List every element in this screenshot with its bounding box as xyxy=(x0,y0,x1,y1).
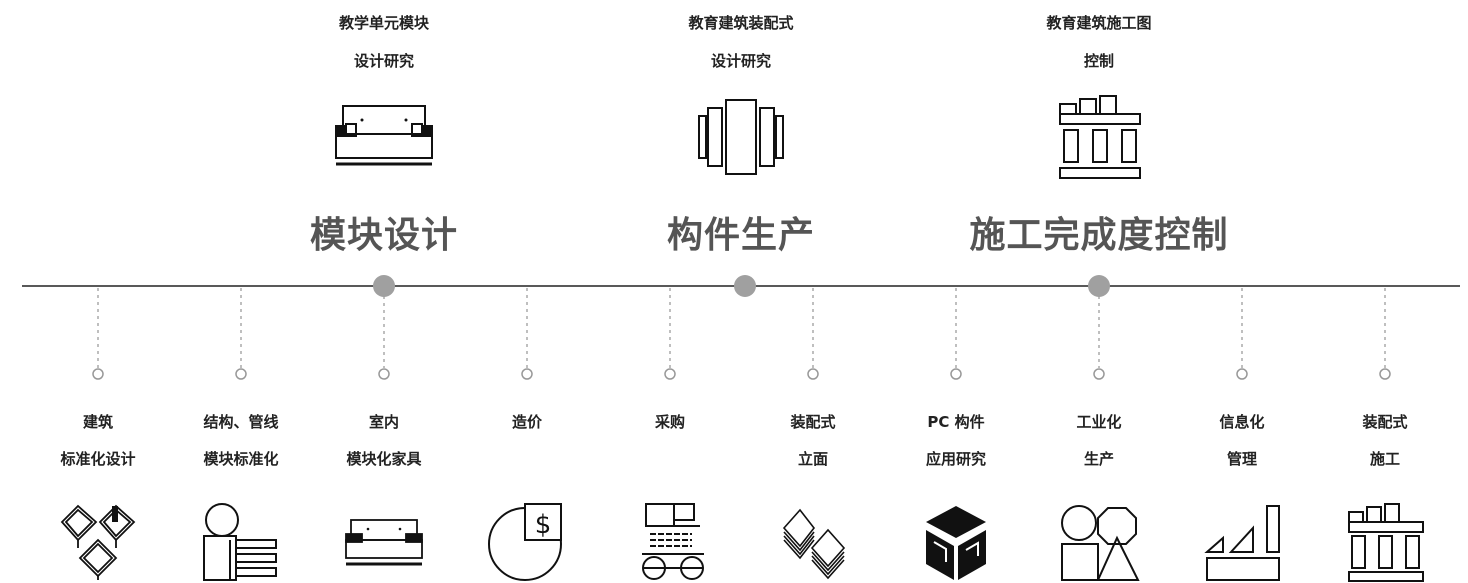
top-label-line1: 教育建筑装配式 xyxy=(688,14,794,32)
item-line2 xyxy=(457,441,597,478)
node-circle xyxy=(807,368,819,380)
information-chart-icon xyxy=(1204,505,1280,581)
stacked-panels-icon xyxy=(782,508,846,580)
item-line2: 施工 xyxy=(1369,450,1400,468)
milestone-dot xyxy=(373,275,395,297)
item-line2: 模块化家具 xyxy=(346,450,422,468)
item-line1: 装配式 xyxy=(1362,413,1408,431)
svg-text:$: $ xyxy=(535,510,552,540)
item-line2 xyxy=(600,441,740,478)
item-procurement: 采购 xyxy=(600,404,740,478)
node-circle xyxy=(1236,368,1248,380)
item-structure-pipeline: 结构、管线 模块标准化 xyxy=(171,404,311,478)
item-line2: 生产 xyxy=(1083,450,1114,468)
furniture-module-small-icon xyxy=(345,519,423,566)
top-label-line1: 教育建筑施工图 xyxy=(1046,14,1152,32)
milestone-dot xyxy=(1088,275,1110,297)
node-circle xyxy=(378,368,390,380)
item-line1: PC 构件 xyxy=(927,413,985,431)
item-industrial-production: 工业化 生产 xyxy=(1029,404,1169,478)
item-line1: 结构、管线 xyxy=(203,413,279,431)
top-label-drawing-control: 教育建筑施工图 控制 xyxy=(979,4,1219,80)
stage-title-module-design: 模块设计 xyxy=(309,215,458,256)
industrial-shapes-icon xyxy=(1061,505,1140,581)
item-line1: 装配式 xyxy=(790,413,836,431)
node-circle xyxy=(664,368,676,380)
node-circle xyxy=(950,368,962,380)
construction-building-small-icon xyxy=(1348,503,1424,582)
item-line2: 标准化设计 xyxy=(60,450,136,468)
item-line1: 工业化 xyxy=(1076,413,1122,431)
furniture-module-icon xyxy=(335,105,433,166)
item-line1: 采购 xyxy=(654,413,685,431)
milestone-dot xyxy=(734,275,756,297)
item-building-standard-design: 建筑 标准化设计 xyxy=(28,404,168,478)
node-circle xyxy=(1379,368,1391,380)
structure-pipeline-icon xyxy=(203,503,277,581)
top-label-line1: 教学单元模块 xyxy=(338,14,429,32)
item-cost: 造价 xyxy=(457,404,597,478)
pc-component-cube-icon xyxy=(926,506,986,580)
cost-pie-dollar-icon: $ xyxy=(488,503,562,581)
item-pc-components: PC 构件 应用研究 xyxy=(886,404,1026,478)
item-line1: 信息化 xyxy=(1219,413,1265,431)
top-label-line2: 控制 xyxy=(1083,52,1114,70)
construction-building-icon xyxy=(1059,95,1141,179)
item-interior-furniture: 室内 模块化家具 xyxy=(314,404,454,478)
item-line1: 建筑 xyxy=(82,413,113,431)
top-label-line2: 设计研究 xyxy=(710,52,771,70)
item-line2: 立面 xyxy=(797,450,828,468)
item-line1: 室内 xyxy=(368,413,399,431)
item-line2: 模块标准化 xyxy=(203,450,279,468)
item-line1: 造价 xyxy=(511,413,542,431)
item-prefab-facade: 装配式 立面 xyxy=(743,404,883,478)
node-circle xyxy=(521,368,533,380)
top-label-module-research: 教学单元模块 设计研究 xyxy=(264,4,504,80)
node-circle xyxy=(92,368,104,380)
top-label-prefab-research: 教育建筑装配式 设计研究 xyxy=(621,4,861,80)
modular-cubes-icon xyxy=(60,504,136,580)
item-line2: 管理 xyxy=(1226,450,1257,468)
top-label-line2: 设计研究 xyxy=(353,52,414,70)
node-circle xyxy=(235,368,247,380)
item-prefab-construction: 装配式 施工 xyxy=(1315,404,1455,478)
stage-title-completion-control: 施工完成度控制 xyxy=(969,215,1229,256)
item-line2: 应用研究 xyxy=(925,450,986,468)
stage-title-component-production: 构件生产 xyxy=(666,215,815,256)
component-panels-icon xyxy=(698,99,784,175)
item-information-management: 信息化 管理 xyxy=(1172,404,1312,478)
procurement-cart-icon xyxy=(642,503,704,580)
node-circle xyxy=(1093,368,1105,380)
